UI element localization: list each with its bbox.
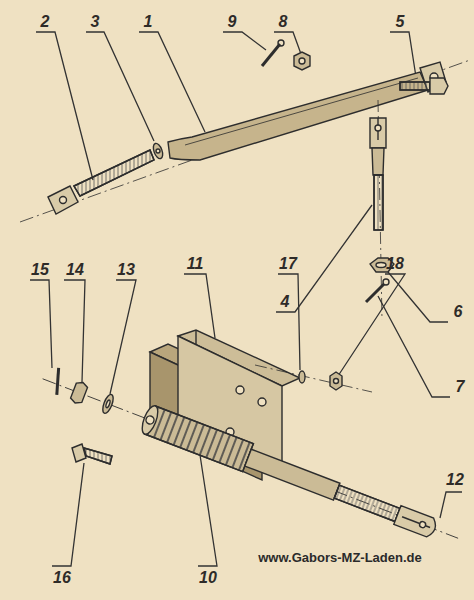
callout-number: 9 [228, 14, 237, 30]
callout-number: 10 [199, 570, 217, 586]
callout-number: 7 [456, 379, 465, 395]
callout-number: 8 [279, 14, 288, 30]
callout-number: 5 [396, 14, 405, 30]
callout-number: 18 [386, 256, 404, 272]
callout-number: 2 [41, 14, 50, 30]
callout-number: 14 [66, 262, 84, 278]
callout-number: 4 [281, 294, 290, 310]
callout-number: 12 [446, 472, 464, 488]
callout-number: 11 [187, 256, 204, 272]
callout-number: 1 [144, 14, 153, 30]
callout-number: 16 [53, 570, 71, 586]
callout-number: 15 [31, 262, 49, 278]
callout-number: 3 [91, 14, 100, 30]
callout-number: 17 [279, 256, 297, 272]
watermark-text: www.Gabors-MZ-Laden.de [258, 551, 421, 564]
callout-number: 6 [454, 304, 463, 320]
callout-number: 13 [117, 262, 135, 278]
